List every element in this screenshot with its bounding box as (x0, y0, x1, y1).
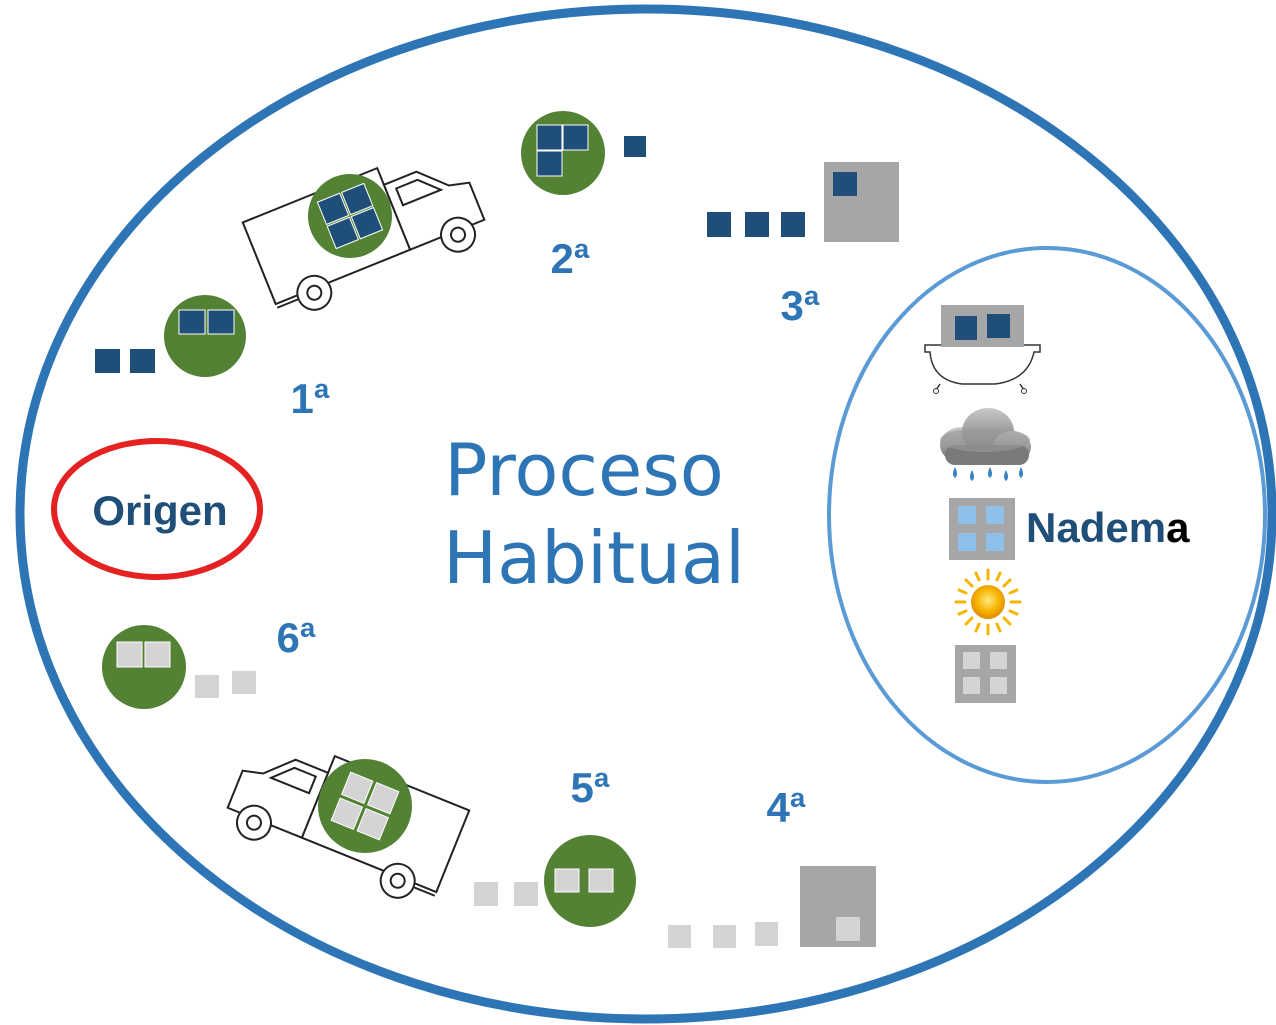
light-block (755, 922, 778, 946)
dark-block (536, 150, 563, 177)
dark-block (536, 124, 563, 151)
light-blue-block (986, 533, 1004, 551)
light-block (713, 925, 736, 948)
dark-block (178, 309, 206, 335)
dark-block (745, 212, 769, 237)
light-blue-block (958, 506, 976, 524)
step-1-group (95, 295, 246, 377)
step-5-group (474, 835, 636, 927)
light-block (232, 671, 256, 694)
step-6-group (102, 625, 256, 709)
green-container (164, 295, 246, 377)
light-block (116, 641, 143, 668)
light-block (836, 917, 860, 941)
rain-cloud-icon (940, 408, 1031, 481)
dark-block (624, 136, 646, 157)
bathtub-icon (924, 344, 1041, 394)
step-3-group (707, 162, 899, 242)
light-block (514, 882, 538, 906)
dark-block (562, 124, 589, 151)
step-1-label: 1ª (291, 375, 330, 422)
step-4-group (668, 866, 876, 948)
light-block (990, 652, 1007, 669)
origin-label: Origen (92, 487, 227, 534)
dark-block (130, 349, 155, 373)
light-block (554, 868, 580, 893)
dark-block (707, 212, 731, 237)
light-block (990, 677, 1007, 694)
origin-ring (51, 438, 263, 580)
dark-block (781, 212, 805, 237)
nadema-label: Nadema (1026, 504, 1190, 551)
dark-block (955, 316, 977, 340)
truck-1-cargo (308, 174, 392, 258)
green-container (521, 111, 605, 195)
light-block (144, 641, 171, 668)
light-block (474, 882, 498, 906)
light-block (963, 677, 980, 694)
green-container (102, 625, 186, 709)
light-block (588, 868, 614, 893)
step-6-label: 6ª (277, 614, 316, 661)
nadema-ring (827, 246, 1267, 784)
light-block (195, 675, 219, 698)
step-5-label: 5ª (571, 764, 610, 811)
step-3-label: 3ª (781, 282, 820, 329)
light-block (963, 652, 980, 669)
title-line-1: Proceso (444, 428, 724, 512)
light-blue-block (958, 533, 976, 551)
dark-block (987, 314, 1010, 338)
sun-icon (954, 568, 1022, 636)
truck-2-cargo (318, 759, 412, 853)
dark-block (833, 172, 857, 196)
dark-block (95, 349, 120, 373)
step-2-group (521, 111, 646, 195)
step-4-label: 4ª (767, 784, 806, 831)
light-block (668, 925, 691, 948)
light-blue-block (986, 506, 1004, 524)
title-line-2: Habitual (443, 516, 745, 600)
dark-block (207, 309, 235, 335)
gray-container (941, 305, 1024, 347)
step-2-label: 2ª (551, 235, 590, 282)
